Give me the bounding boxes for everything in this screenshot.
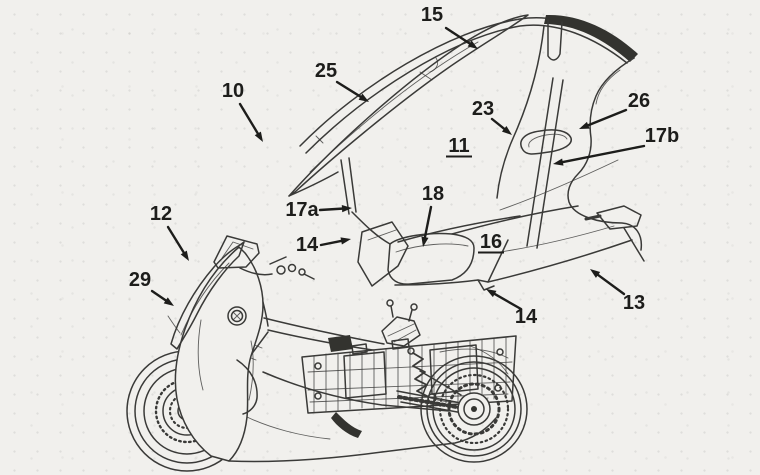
leader-arrowhead-25	[358, 93, 369, 102]
frame-tubes	[263, 317, 387, 353]
belt-strut	[526, 77, 564, 249]
leader-arrowhead-14a	[340, 237, 351, 245]
leader-line-26	[587, 108, 628, 127]
canopy-windshield-pillar	[288, 14, 529, 197]
leader-arrowhead-12	[180, 250, 189, 261]
leader-arrowhead-18	[421, 236, 429, 247]
leader-line-14a	[319, 239, 343, 247]
leader-arrowhead-10	[254, 131, 263, 142]
leader-arrowhead-15	[467, 40, 478, 49]
leader-line-29	[150, 289, 167, 302]
ref-label-10: 10	[222, 80, 244, 102]
leader-arrowhead-14b	[486, 289, 497, 298]
ref-label-17b: 17b	[645, 125, 679, 147]
leader-line-23	[490, 117, 506, 130]
leader-arrowhead-26	[579, 121, 590, 129]
leader-line-17b	[561, 144, 646, 164]
ref-label-23: 23	[472, 98, 494, 120]
floor-panels	[228, 345, 509, 463]
front-cowl	[167, 246, 264, 462]
ref-label-18: 18	[422, 183, 444, 205]
leader-line-15	[444, 26, 471, 45]
leader-arrowhead-23	[501, 125, 512, 135]
rear-pillar	[496, 19, 643, 251]
canopy-drawing	[288, 14, 645, 291]
leader-arrowhead-13	[590, 269, 601, 278]
grab-loop	[520, 129, 572, 155]
ref-label-13: 13	[623, 292, 645, 314]
leader-line-13	[596, 273, 626, 296]
ref-label-25: 25	[315, 60, 337, 82]
ref-label-16: 16	[480, 231, 502, 253]
leader-arrowhead-29	[163, 297, 174, 306]
ref-label-15: 15	[421, 4, 443, 26]
brand-roundel	[227, 306, 247, 326]
leader-arrowhead-17a	[341, 205, 352, 213]
leader-line-25	[335, 80, 362, 98]
ref-label-17a: 17a	[285, 199, 319, 221]
ref-label-14b: 14	[515, 306, 538, 328]
ref-label-29: 29	[129, 269, 151, 291]
ref-label-11: 11	[448, 135, 469, 157]
leader-line-17a	[318, 207, 344, 212]
leader-line-12	[166, 225, 185, 254]
rear-bracket	[584, 205, 645, 262]
windshield	[170, 241, 245, 350]
ref-label-12: 12	[150, 203, 172, 225]
leader-arrowhead-17b	[553, 158, 564, 166]
handlebar	[239, 256, 315, 280]
leader-line-18	[423, 205, 433, 239]
side-stand	[331, 412, 362, 438]
roof-arc	[299, 14, 638, 154]
leader-line-14b	[493, 292, 523, 311]
lower-side-cowl	[394, 159, 633, 291]
rear-carrier	[381, 299, 421, 347]
leader-line-10	[238, 102, 260, 135]
ref-label-14a: 14	[296, 234, 319, 256]
mirror	[213, 235, 260, 269]
front-strut-latch	[288, 157, 409, 287]
scooter-drawing	[126, 235, 528, 472]
ref-label-26: 26	[628, 90, 650, 112]
